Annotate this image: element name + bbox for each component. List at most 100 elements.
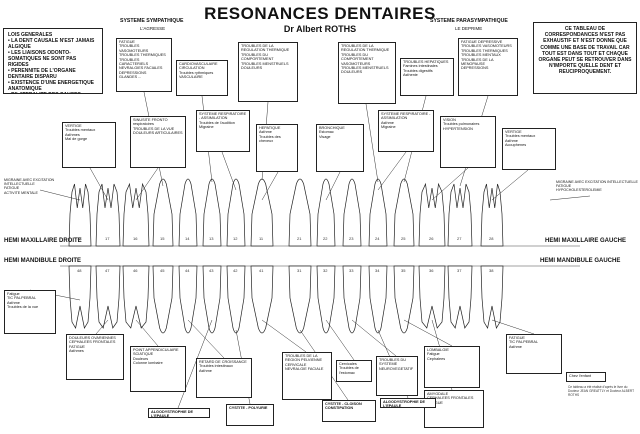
tooth-number: 15 [160, 236, 165, 241]
symptom-box: HEPATIQUE Asthme Troubles des cheveux [256, 124, 298, 172]
symptom-box: AMYGDALE CEPHALEES FRONTALES FATIGUE [424, 390, 484, 428]
tooth-number: 17 [105, 236, 110, 241]
lower-tooth [393, 265, 415, 334]
upper-tooth [152, 178, 174, 247]
tooth-number: 35 [401, 268, 406, 273]
connector-line [549, 195, 591, 201]
upper-tooth [447, 183, 473, 247]
tooth-number: 43 [209, 268, 214, 273]
tooth-number: 22 [323, 236, 328, 241]
connector-line [491, 319, 535, 335]
tooth-number: 28 [489, 236, 494, 241]
side-note: MIGRAINE AVEC EXCITATION INTELLECTUELLE … [4, 178, 55, 195]
tooth-number: 27 [457, 236, 462, 241]
tooth-number: 37 [457, 268, 462, 273]
connector-line [261, 171, 279, 201]
symptom-box: TROUBLES DE LA REGION PELVIENNE CERVICAL… [282, 352, 332, 400]
symptom-box: ALGODYSTROPHIE DE L'EPAULE [380, 398, 436, 408]
symptom-box: DOULEURS OVARIENNES CEPHALEES FRONTALES … [66, 334, 124, 380]
connector-line [221, 151, 237, 191]
author: Dr Albert ROTHS [283, 24, 357, 34]
tooth-number: 14 [185, 236, 190, 241]
tooth-number: 44 [185, 268, 190, 273]
tooth-number: 33 [349, 268, 354, 273]
tooth-number: 31 [297, 268, 302, 273]
upper-tooth [342, 178, 362, 247]
connector-line [135, 167, 159, 201]
lower-tooth [226, 265, 246, 334]
side-note: MIGRAINE AVEC EXCITATION INTELLECTUELLE … [556, 180, 638, 193]
page-title: RESONANCES DENTAIRES [204, 4, 436, 23]
upper-tooth [288, 178, 312, 247]
lower-tooth [316, 265, 336, 334]
upper-tooth [226, 178, 246, 247]
tooth-number: 24 [375, 236, 380, 241]
symptom-box: SINUSITE FRONTO respiratoires TROUBLES D… [130, 116, 186, 168]
connector-line [325, 171, 341, 201]
connector-line [135, 319, 159, 347]
symptom-box: POINT APPENDICULAIRE SCIATIQUE Douleurs … [130, 346, 186, 392]
lower-tooth [122, 265, 150, 329]
connector-line [431, 167, 469, 201]
tooth-number: 41 [259, 268, 264, 273]
lower-tooth [447, 265, 473, 329]
symptom-box: FATIGUE DEPRESSIVE TROUBLES VASOMOTEURS … [458, 38, 518, 96]
connector-line [351, 319, 397, 357]
lower-left-arch-label: HEMI MANDIBULE GAUCHE [540, 258, 621, 264]
connector-line [95, 319, 109, 335]
connector-line [491, 169, 529, 201]
lower-tooth [368, 265, 388, 334]
symptom-box: ALGODYSTROPHIE DE L'EPAULE [148, 408, 210, 418]
connector-line [365, 103, 379, 183]
tooth-number: 48 [77, 268, 82, 273]
tooth-number: 12 [233, 236, 238, 241]
lower-tooth [480, 265, 504, 329]
lower-tooth [68, 265, 92, 329]
tooth-number: 34 [375, 268, 380, 273]
connector-line [89, 167, 109, 201]
lower-right-arch-label: HEMI MANDIBULE DROITE [4, 258, 81, 264]
lower-tooth [202, 265, 222, 334]
upper-tooth [368, 178, 388, 247]
tooth-number: 47 [105, 268, 110, 273]
upper-tooth [393, 178, 415, 247]
lower-tooth [342, 265, 362, 334]
lower-tooth [250, 265, 274, 334]
right-system-heading: SYSTEME PARASYMPATHIQUE [430, 18, 508, 24]
tooth-number: 32 [323, 268, 328, 273]
left-system-heading: SYSTEME SYMPATHIQUE [120, 18, 184, 24]
connector-line [325, 319, 355, 361]
tooth-number: 36 [429, 268, 434, 273]
connector-line [261, 319, 307, 353]
upper-tooth [68, 183, 92, 247]
symptom-box: FATIGUE TROUBLES VASOMOTEURS TROUBLES TH… [116, 38, 172, 92]
symptom-box: BRONCHIQUE Estomac Visage [316, 124, 364, 172]
symptom-box: Chez l'enfant [566, 372, 606, 382]
upper-tooth [316, 178, 336, 247]
symptom-box: SYSTEME RESPIRATOIRE - ASSIMILATION Trou… [196, 110, 250, 152]
upper-tooth [178, 178, 198, 247]
tooth-number: 46 [133, 268, 138, 273]
tooth-number: 45 [160, 268, 165, 273]
connector-line [187, 319, 225, 359]
upper-tooth [418, 182, 446, 247]
symptom-box: Fatigue TIC PALPEBRAL Asthme Troubles de… [4, 290, 56, 334]
symptom-box: CARDIOVASCULAIRE CIRCULATION Troubles ry… [176, 60, 228, 96]
symptom-box: TROUBLES DE LA REGULATION THERMIQUE TROU… [238, 42, 298, 102]
tooth-number: 13 [209, 236, 214, 241]
connector-line [177, 319, 213, 409]
tooth-number: 18 [77, 236, 82, 241]
right-system-sub: LE DEPRIME [455, 26, 483, 31]
general-laws-box: LOIS GENERALES • LA DENT CAUSALE N'EST J… [3, 28, 103, 94]
tooth-number: 21 [297, 236, 302, 241]
symptom-box: CYSTITE - CLOISON CONSTIPATION [322, 400, 376, 422]
lower-tooth [95, 265, 121, 329]
symptom-box: CYSTITE - POLYURIE [226, 404, 274, 426]
lower-tooth [152, 265, 174, 334]
tooth-number: 16 [133, 236, 138, 241]
symptom-box: LOMBALGIE Fatigue Cephalees [424, 346, 480, 388]
symptom-box: FATIGUE TIC PALPEBRAL Asthme [506, 334, 562, 374]
tooth-number: 23 [349, 236, 354, 241]
lower-tooth [288, 265, 312, 334]
